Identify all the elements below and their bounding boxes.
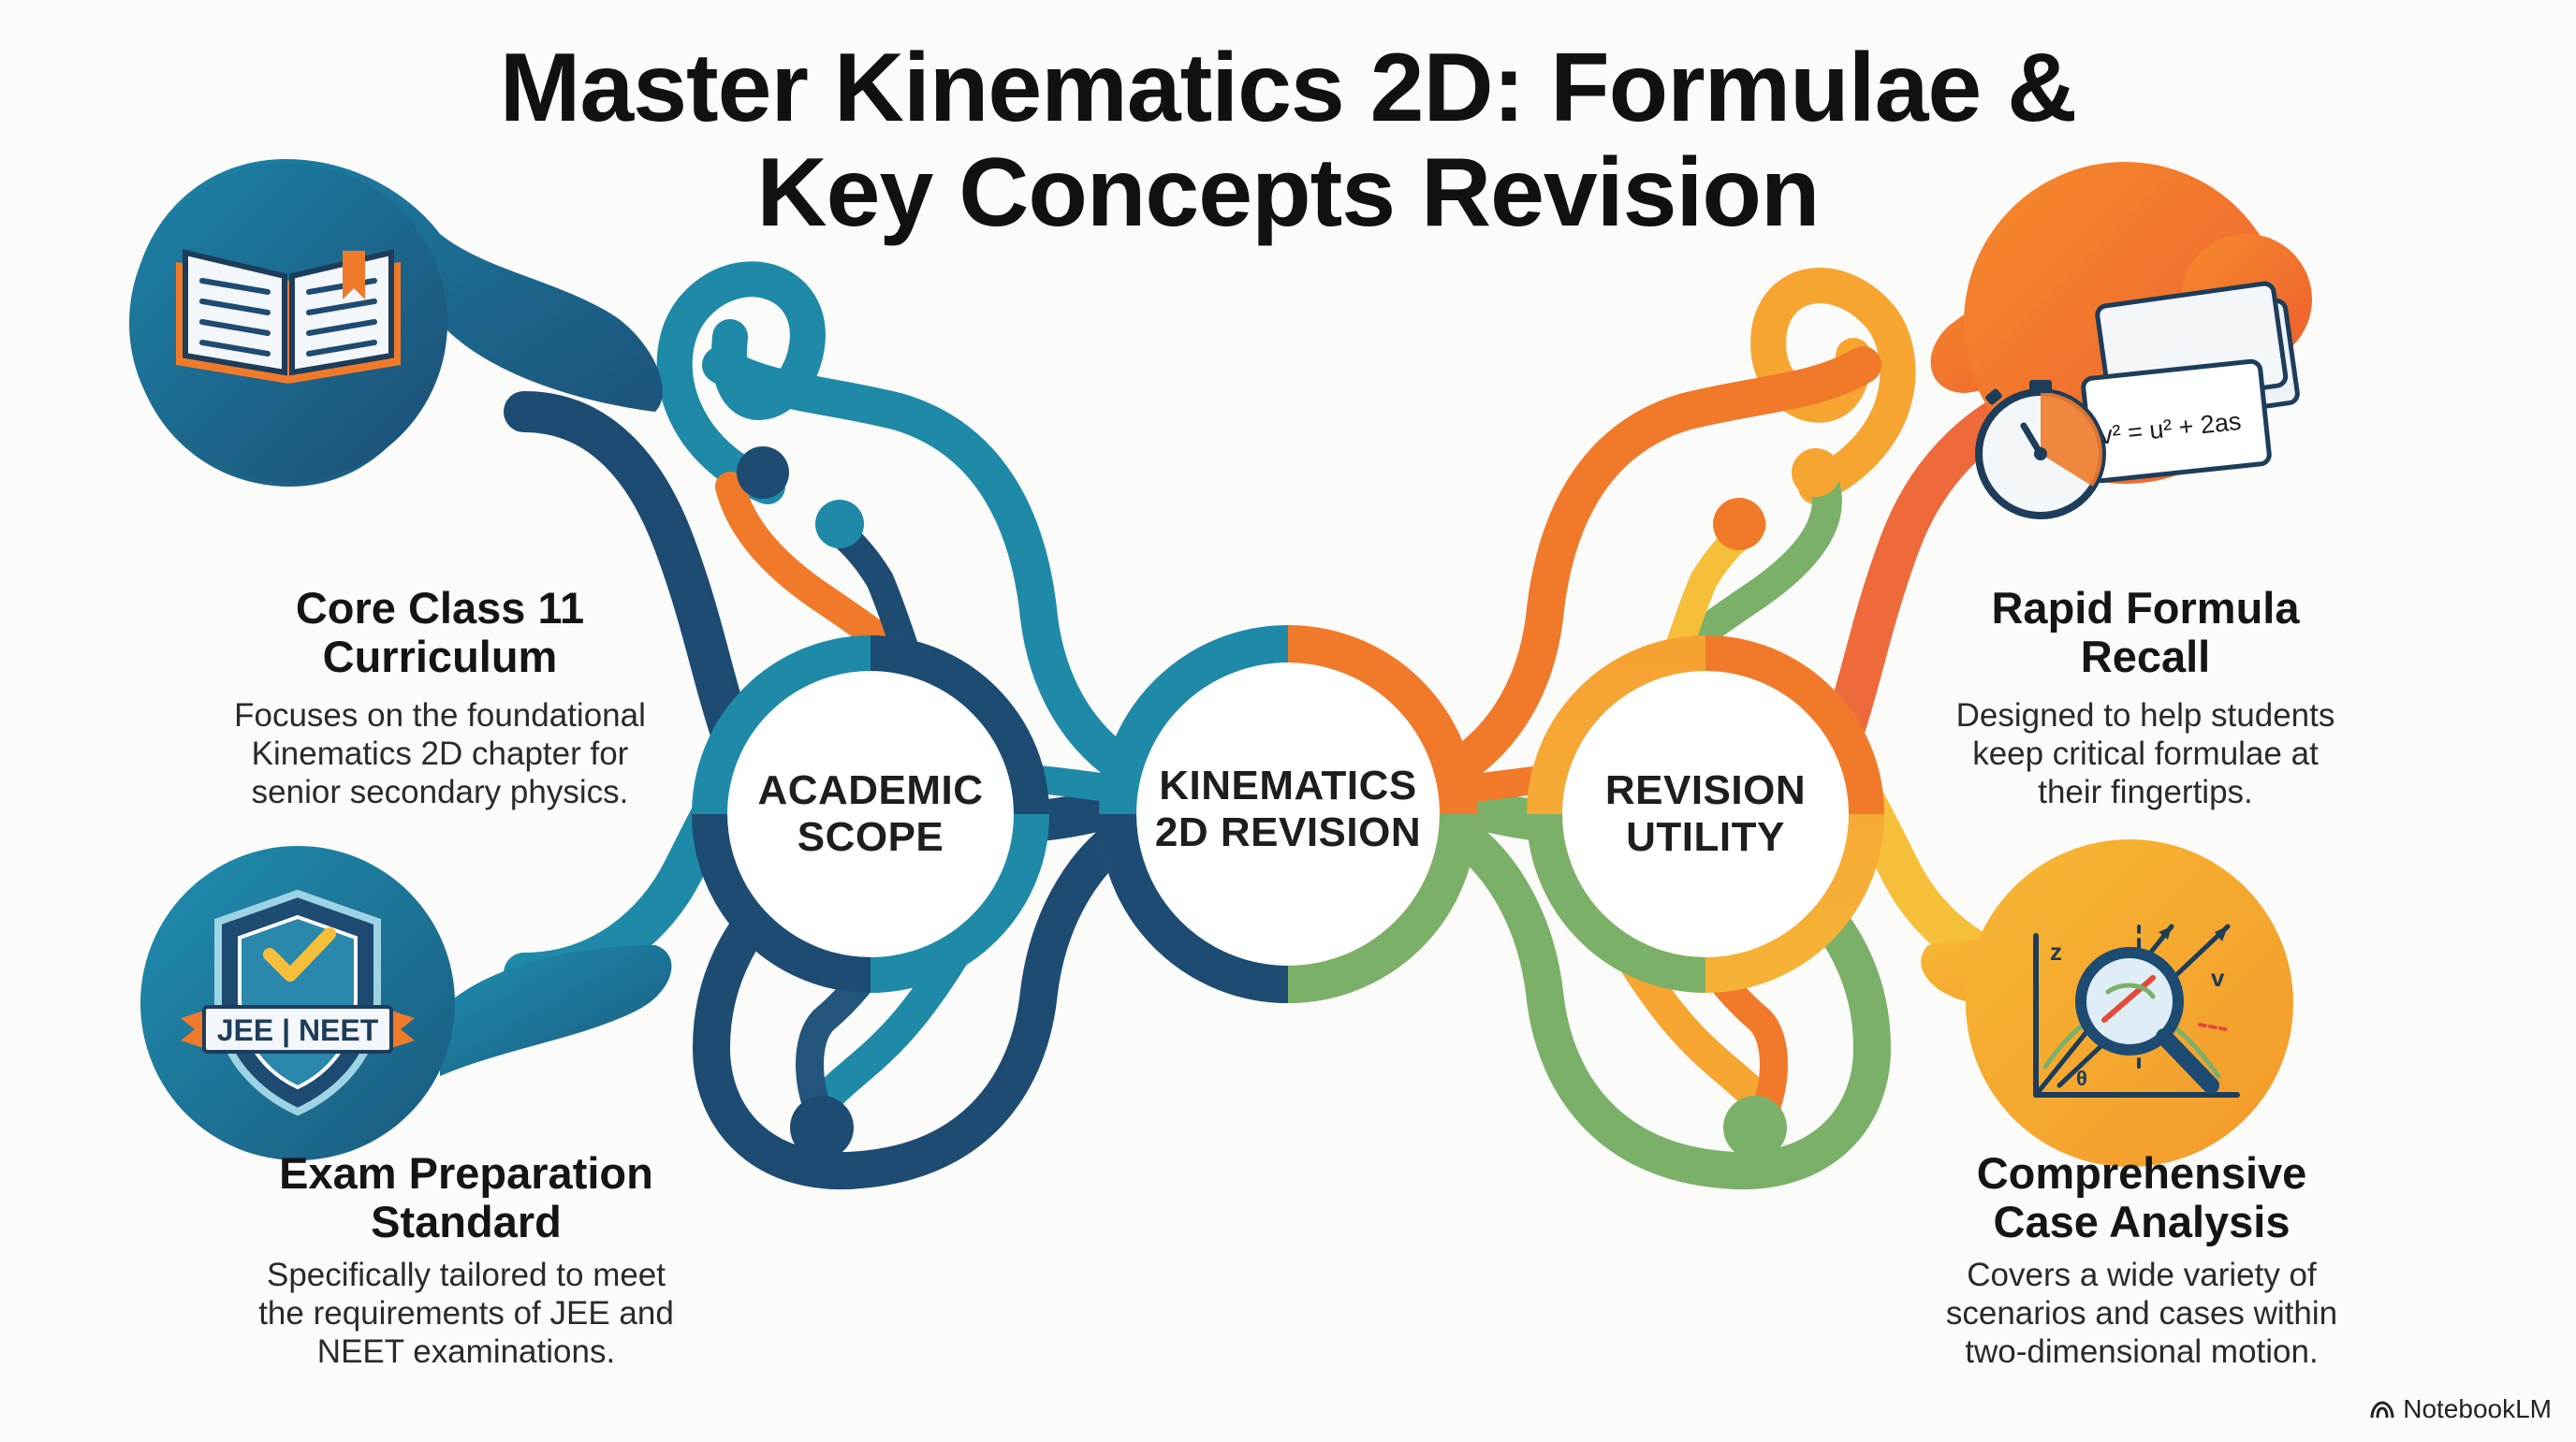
hub-left-line-1: ACADEMIC xyxy=(757,767,984,813)
exam-desc-line-1: Specifically tailored to meet xyxy=(266,1257,666,1293)
node-orange-small xyxy=(1713,498,1765,550)
case-analysis-description: Covers a wide variety of scenarios and c… xyxy=(1880,1256,2404,1371)
core-desc-line-3: senior secondary physics. xyxy=(251,774,629,810)
node-navy-top xyxy=(737,446,789,499)
case-title-line-2: Case Analysis xyxy=(1993,1197,2291,1246)
brand-name: NotebookLM xyxy=(2403,1394,2552,1423)
axis-z-label: z xyxy=(2050,938,2062,966)
stream-navy-lower xyxy=(692,805,1161,1190)
case-desc-line-3: two-dimensional motion. xyxy=(1965,1333,2319,1370)
rapid-desc-line-3: their fingertips. xyxy=(2038,774,2253,810)
exam-desc-line-3: NEET examinations. xyxy=(316,1333,616,1370)
angle-theta-label: θ xyxy=(2076,1067,2087,1090)
stream-teal-upper xyxy=(702,346,1161,795)
rapid-formula-description: Designed to help students keep critical … xyxy=(1883,696,2408,811)
core-title-line-2: Curriculum xyxy=(322,632,558,681)
hub-left-line-2: SCOPE xyxy=(797,814,944,860)
exam-desc-line-2: the requirements of JEE and xyxy=(258,1295,674,1332)
hub-right xyxy=(1527,635,1884,993)
hub-center-line-1: KINEMATICS xyxy=(1159,763,1417,808)
core-desc-line-1: Focuses on the foundational xyxy=(234,697,646,734)
hub-center xyxy=(1099,625,1477,1003)
node-amber-top xyxy=(1792,448,1840,497)
hub-center-line-2: 2D REVISION xyxy=(1154,809,1422,855)
node-teal-small xyxy=(815,500,864,548)
rapid-title-line-2: Recall xyxy=(2080,632,2211,681)
core-curriculum-description: Focuses on the foundational Kinematics 2… xyxy=(178,696,702,811)
axis-v-label: v xyxy=(2211,964,2225,992)
rapid-formula-title: Rapid Formula Recall xyxy=(1883,584,2408,681)
hub-right-line-2: UTILITY xyxy=(1626,814,1785,860)
stream-core-connector xyxy=(504,391,751,750)
shield-check-icon: JEE | NEET xyxy=(181,889,415,1116)
page-title-line-1: Master Kinematics 2D: Formulae & xyxy=(499,34,2078,142)
stream-teal-top-loop xyxy=(656,261,826,504)
node-navy-bottom xyxy=(790,1096,854,1159)
exam-title-line-1: Exam Preparation xyxy=(279,1148,653,1198)
exam-title-line-2: Standard xyxy=(371,1197,562,1246)
hub-left-label: ACADEMIC SCOPE xyxy=(739,767,1002,861)
hub-right-label: REVISION UTILITY xyxy=(1574,767,1837,861)
rapid-desc-line-1: Designed to help students xyxy=(1955,697,2335,734)
exam-preparation-title: Exam Preparation Standard xyxy=(204,1149,728,1246)
stream-orange-upper xyxy=(1423,346,1881,795)
page-title-line-2: Key Concepts Revision xyxy=(756,138,1821,247)
core-desc-line-2: Kinematics 2D chapter for xyxy=(251,736,629,772)
page-title: Master Kinematics 2D: Formulae & Key Con… xyxy=(258,36,2318,245)
notebooklm-logo-icon xyxy=(2370,1401,2394,1419)
exam-preparation-description: Specifically tailored to meet the requir… xyxy=(204,1256,728,1371)
stopwatch-flashcards-icon: v² = u² + 2as xyxy=(1975,281,2300,519)
case-title-line-1: Comprehensive xyxy=(1976,1148,2307,1198)
core-curriculum-title: Core Class 11 Curriculum xyxy=(178,584,702,681)
hub-left xyxy=(692,635,1049,993)
case-desc-line-2: scenarios and cases within xyxy=(1945,1295,2338,1332)
magnifier-vectors-icon: z v θ xyxy=(2033,924,2240,1098)
hub-right-line-1: REVISION xyxy=(1604,767,1807,813)
core-title-line-1: Core Class 11 xyxy=(295,583,585,633)
case-analysis-title: Comprehensive Case Analysis xyxy=(1880,1149,2404,1246)
jee-neet-badge-text: JEE | NEET xyxy=(217,1013,379,1047)
open-book-icon xyxy=(176,249,401,384)
case-desc-line-1: Covers a wide variety of xyxy=(1967,1257,2317,1293)
hub-center-label: KINEMATICS 2D REVISION xyxy=(1151,763,1425,856)
rapid-title-line-1: Rapid Formula xyxy=(1991,583,2300,633)
node-green-bottom xyxy=(1723,1096,1787,1159)
stream-green-lower xyxy=(1423,805,1892,1190)
rapid-desc-line-2: keep critical formulae at xyxy=(1972,736,2319,772)
notebooklm-brand: NotebookLM xyxy=(2369,1394,2552,1424)
